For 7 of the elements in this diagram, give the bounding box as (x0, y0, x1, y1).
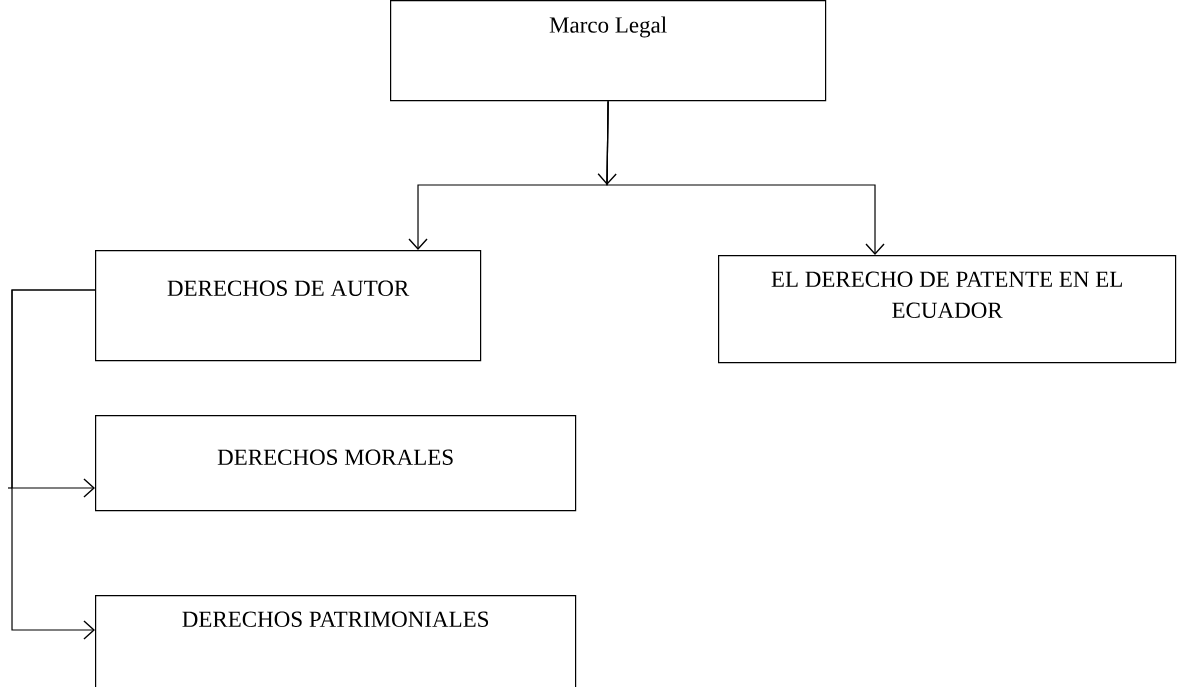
text-box: EL DERECHO DE PATENTE EN EL ECUADOR (718, 255, 1177, 364)
text-box: DERECHOS PATRIMONIALES (95, 595, 577, 687)
arrow (11, 289, 96, 640)
arrow (597, 100, 617, 185)
text-box: DERECHOS DE AUTOR (95, 250, 482, 362)
text-box: Marco Legal (390, 0, 827, 102)
text-box: DERECHOS MORALES (95, 414, 577, 512)
